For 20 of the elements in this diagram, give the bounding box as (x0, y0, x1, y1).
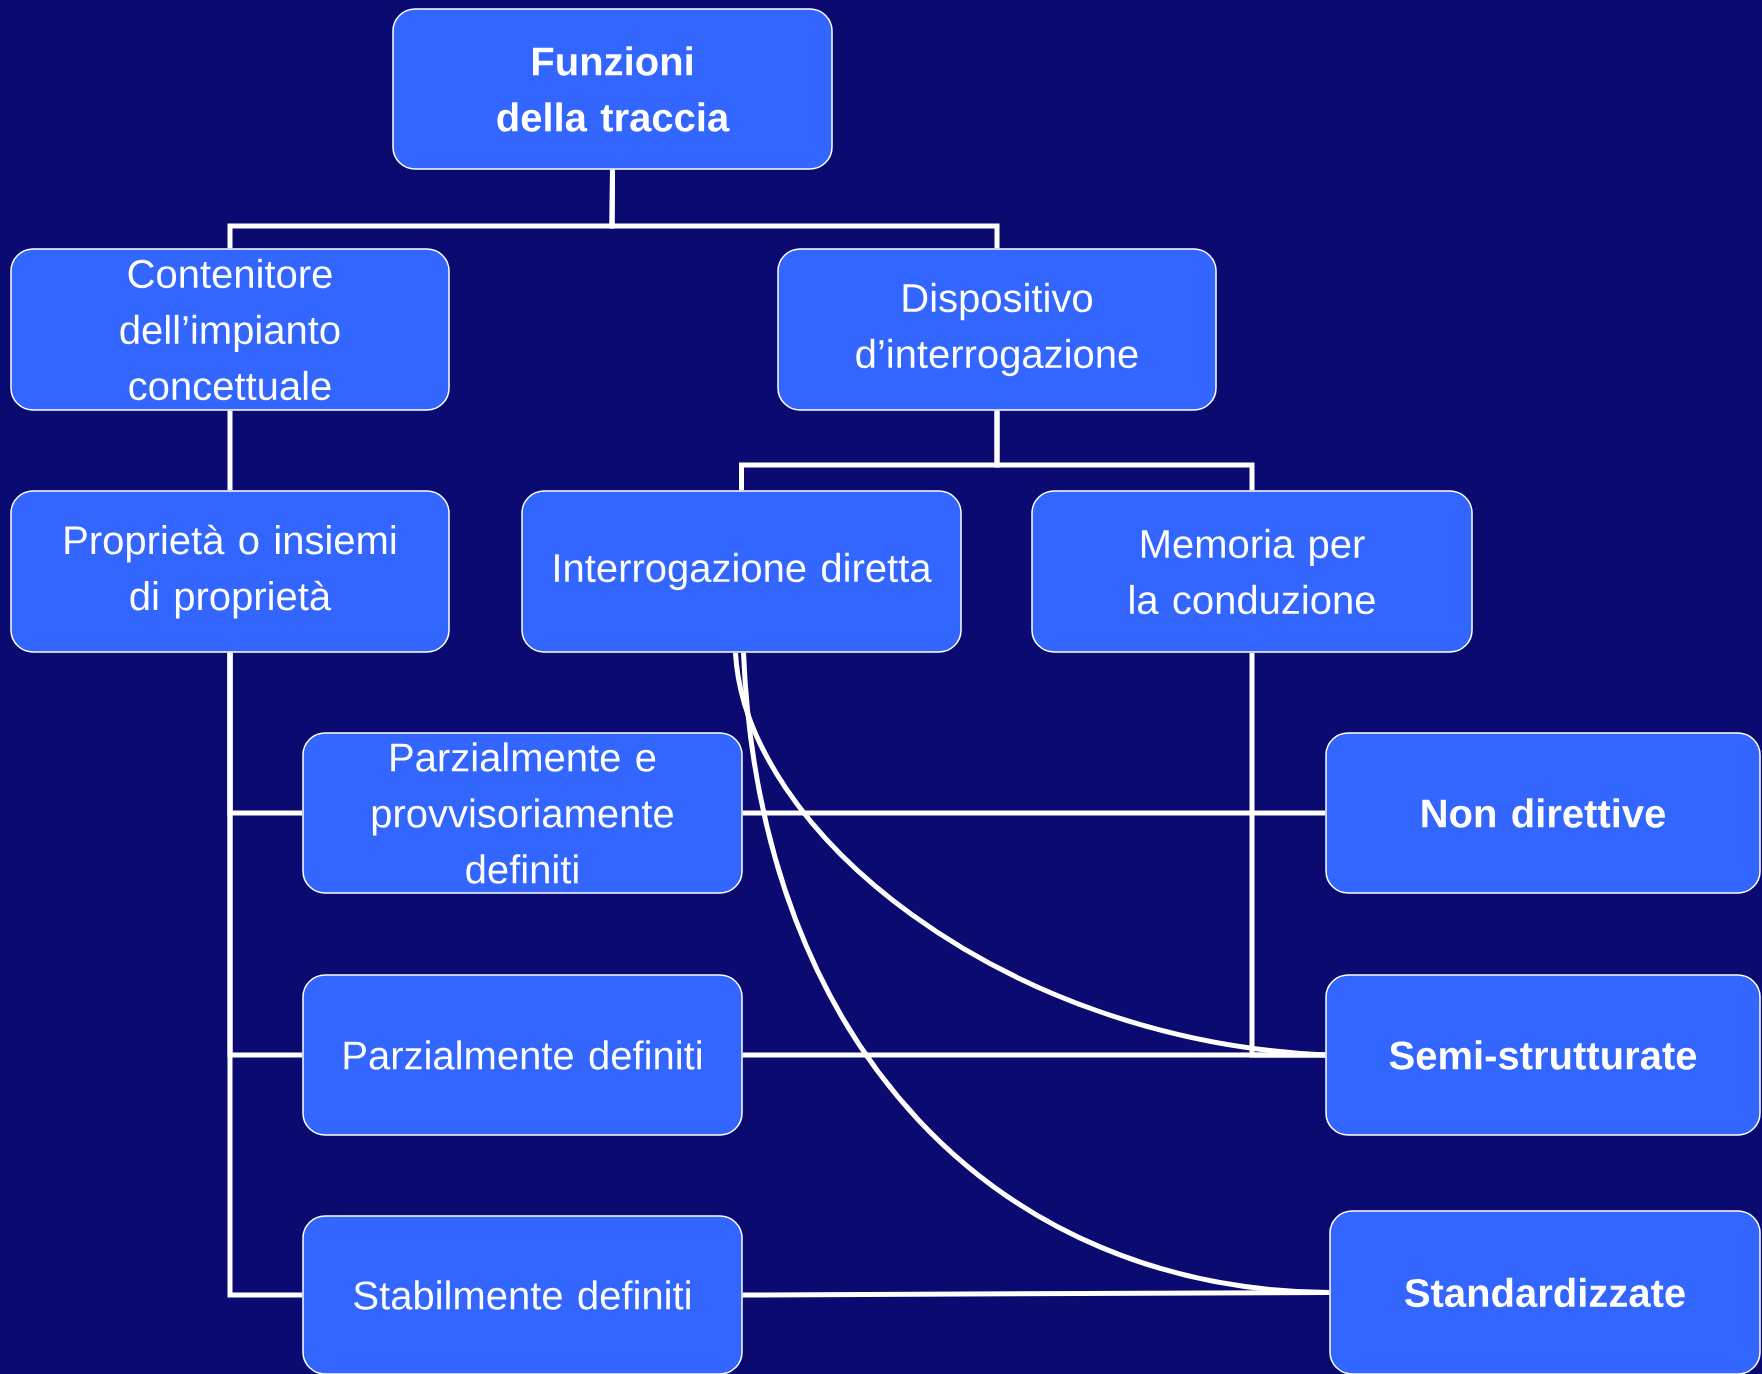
connector-line (1249, 652, 1326, 1058)
concept-box: Interrogazione diretta (521, 490, 962, 653)
concept-box: Memoria per la conduzione (1031, 490, 1473, 653)
concept-box: Funzioni della traccia (392, 8, 833, 170)
concept-box: Dispositivo d’interrogazione (777, 248, 1217, 411)
concept-box: Parzialmente e provvisoriamente definiti (302, 732, 743, 894)
connector-line (742, 810, 1326, 816)
concept-box: Standardizzate (1329, 1210, 1761, 1374)
concept-box: Semi-strutturate (1325, 974, 1761, 1136)
concept-box: Stabilmente definiti (302, 1215, 743, 1374)
concept-box: Contenitore dell’impianto concettuale (10, 248, 450, 411)
connector-line (609, 169, 1000, 249)
connector-line (227, 652, 303, 1298)
connector-line (733, 652, 1326, 1058)
connector-line (741, 652, 1330, 1295)
connector-line (227, 410, 233, 491)
connector-line (994, 410, 1255, 491)
concept-box: Non direttive (1325, 732, 1761, 894)
concept-box: Proprietà o insiemi di proprietà (10, 490, 450, 653)
concept-box: Parzialmente definiti (302, 974, 743, 1136)
